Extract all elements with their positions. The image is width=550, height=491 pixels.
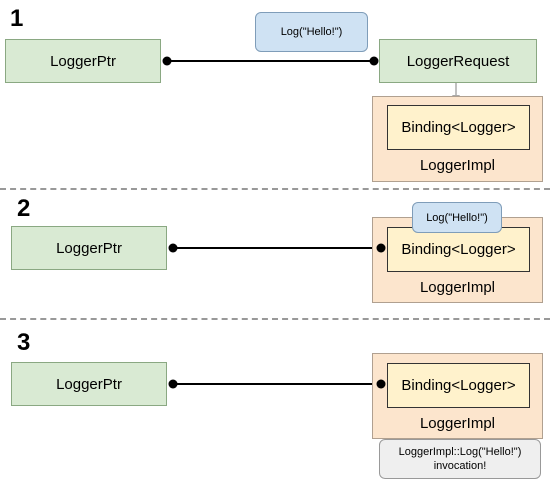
step-divider-1 bbox=[0, 188, 550, 190]
pipe-endpoint-ptr-2 bbox=[168, 243, 178, 253]
binding-box-3: Binding<Logger> bbox=[387, 363, 530, 408]
logger-impl-box-3: Binding<Logger> LoggerImpl bbox=[372, 353, 543, 439]
binding-box-1: Binding<Logger> bbox=[387, 105, 530, 150]
logger-ptr-box-3: LoggerPtr bbox=[11, 362, 167, 406]
logger-ptr-box-2: LoggerPtr bbox=[11, 226, 167, 270]
pipe-endpoint-ptr-3 bbox=[168, 379, 178, 389]
logger-ptr-box-1: LoggerPtr bbox=[5, 39, 161, 83]
invocation-line-1: LoggerImpl::Log("Hello!") bbox=[398, 446, 522, 458]
step-number-3: 3 bbox=[17, 329, 31, 356]
logger-request-box: LoggerRequest bbox=[379, 39, 537, 83]
step-number-2: 2 bbox=[17, 195, 31, 222]
impl-label-3: LoggerImpl bbox=[419, 415, 496, 432]
logger-impl-box-2: Binding<Logger> LoggerImpl bbox=[372, 217, 543, 303]
impl-label-1: LoggerImpl bbox=[419, 157, 496, 174]
pipe-endpoint-ptr-1 bbox=[162, 56, 172, 66]
message-bubble-2: Log("Hello!") bbox=[412, 202, 502, 233]
message-bubble-1: Log("Hello!") bbox=[255, 12, 368, 52]
step-number-1: 1 bbox=[10, 5, 24, 32]
pipe-endpoint-binding-2 bbox=[376, 243, 386, 253]
pipe-endpoint-binding-3 bbox=[376, 379, 386, 389]
invocation-note: LoggerImpl::Log("Hello!") invocation! bbox=[379, 439, 541, 479]
logger-impl-box-1: Binding<Logger> LoggerImpl bbox=[372, 96, 543, 182]
impl-label-2: LoggerImpl bbox=[419, 279, 496, 296]
step-divider-2 bbox=[0, 318, 550, 320]
binding-box-2: Binding<Logger> bbox=[387, 227, 530, 272]
pipe-endpoint-request-1 bbox=[369, 56, 379, 66]
invocation-line-2: invocation! bbox=[433, 460, 487, 472]
